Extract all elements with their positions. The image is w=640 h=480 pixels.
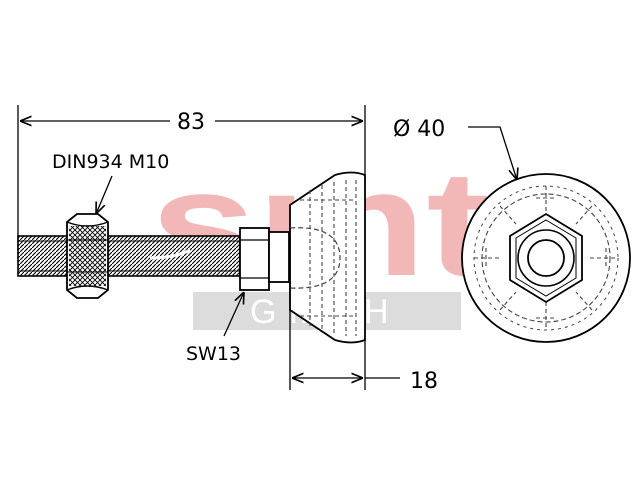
base-end-view xyxy=(461,173,631,343)
nut-callout: DIN934 M10 xyxy=(52,151,169,214)
wrench-size-label: SW13 xyxy=(186,343,241,365)
conical-base-side xyxy=(289,171,366,390)
diameter-label: Ø 40 xyxy=(393,117,445,142)
hex-collar xyxy=(239,227,290,291)
wrench-size-callout: SW13 xyxy=(186,292,244,365)
hex-nut xyxy=(66,213,109,299)
dimension-83-label: 83 xyxy=(177,110,205,135)
dimension-base-height: 18 xyxy=(292,369,438,394)
nut-label: DIN934 M10 xyxy=(52,151,169,173)
threaded-rod xyxy=(17,235,241,277)
diameter-callout: Ø 40 xyxy=(393,117,517,180)
dimension-overall-length: 83 xyxy=(17,105,366,255)
dimension-18-label: 18 xyxy=(410,369,438,394)
